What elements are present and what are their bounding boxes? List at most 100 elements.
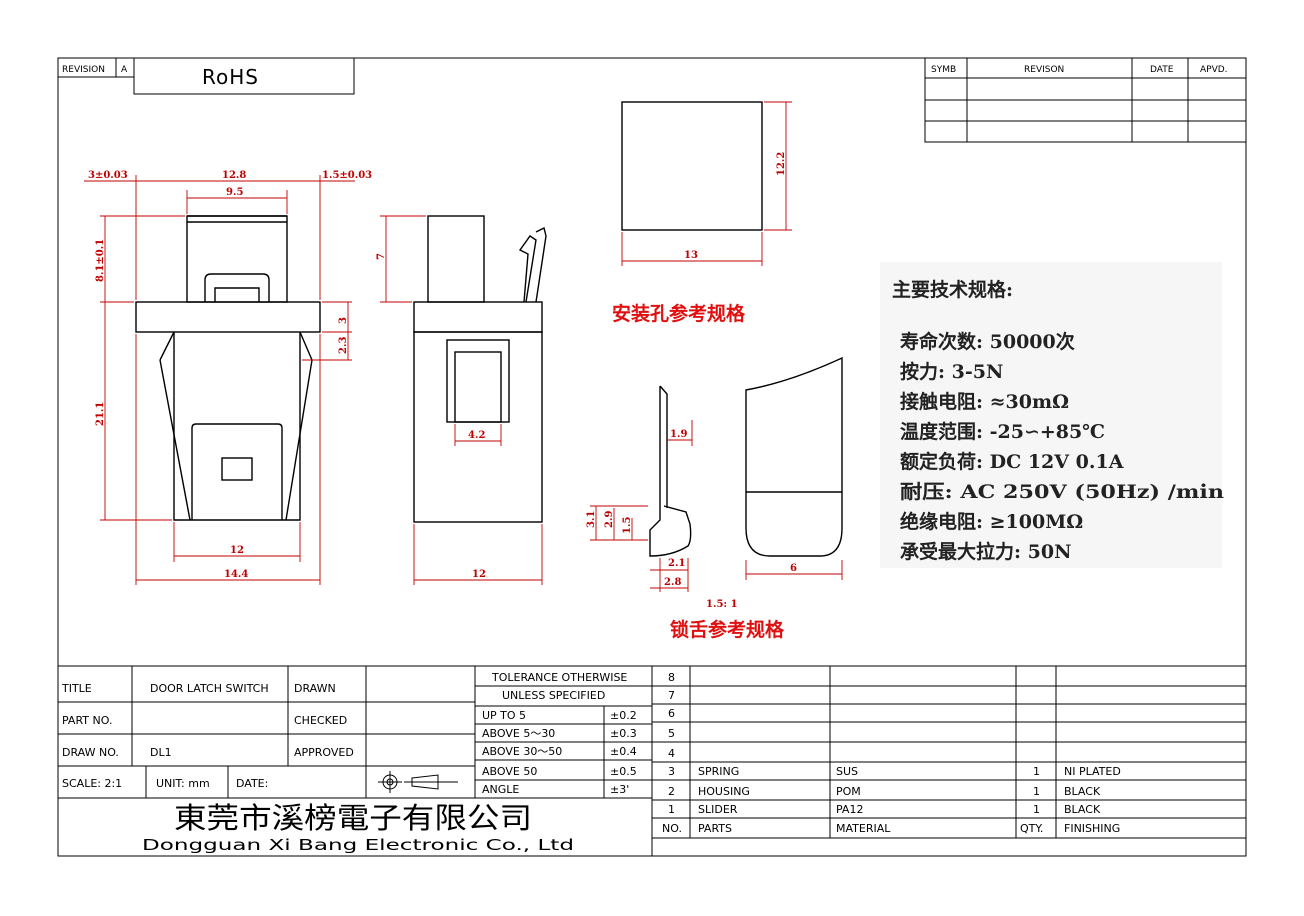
rev-header-apvd: APVD.	[1200, 65, 1228, 75]
bom-cell-qty: 1	[1033, 785, 1040, 798]
dim-12-2: 12.2	[776, 152, 787, 176]
bom-header-material: MATERIAL	[836, 822, 891, 835]
tol-value-1: ±0.2	[610, 709, 637, 722]
tol-range-3: ABOVE 30～50	[482, 745, 562, 758]
bom-cell-material: PA12	[836, 803, 863, 816]
revision-label: REVISION	[62, 65, 105, 75]
spec-insulation: 绝缘电阻: ≥100MΩ	[900, 510, 1083, 533]
title-block: TITLE DOOR LATCH SWITCH PART NO. DRAW NO…	[58, 665, 1246, 856]
dim-6: 6	[790, 563, 797, 574]
dim-7: 7	[376, 253, 387, 260]
latch-tongue-view: 1.9 3.1 2.9 1.5 2.1 2.8 6 1.5: 1 锁舌参考规格	[586, 356, 843, 641]
dim-12-8: 12.8	[222, 170, 246, 181]
tol-range-2: ABOVE 5～30	[482, 727, 555, 740]
bom-cell-finish: BLACK	[1064, 803, 1101, 816]
bom-cell-qty: 1	[1033, 803, 1040, 816]
bom-cell-no: 8	[668, 671, 675, 684]
bom-header-finishing: FINISHING	[1064, 822, 1120, 835]
projection-symbol-icon	[378, 771, 458, 793]
side-view: 7 4.2 12	[376, 215, 547, 585]
bom-cell-finish: BLACK	[1064, 785, 1101, 798]
checked-label: CHECKED	[294, 714, 347, 727]
date-label: DATE:	[236, 777, 268, 790]
spec-panel: 主要技术规格: 寿命次数: 50000次 按力: 3-5N 接触电阻: ≈30m…	[880, 262, 1224, 568]
tol-value-3: ±0.4	[610, 745, 637, 758]
bom-cell-no: 4	[668, 747, 675, 760]
revision-value: A	[121, 65, 128, 75]
title-value: DOOR LATCH SWITCH	[150, 682, 269, 695]
bom-header-qty: QTY.	[1020, 822, 1043, 835]
tolerance-header-1: TOLERANCE OTHERWISE	[491, 671, 627, 684]
bom-cell-no: 6	[668, 707, 675, 720]
rev-header-symb: SYMB	[931, 65, 956, 75]
dim-2-8: 2.8	[664, 577, 681, 588]
tol-range-1: UP TO 5	[482, 709, 526, 722]
bom-cell-no: 2	[668, 785, 675, 798]
scale-label: SCALE: 2:1	[62, 777, 122, 790]
drawn-label: DRAWN	[294, 682, 336, 695]
mounting-hole-view: 12.2 13 安装孔参考规格	[612, 101, 792, 325]
revision-box: REVISION A RoHS	[58, 57, 355, 95]
tongue-scale: 1.5: 1	[706, 599, 738, 610]
dim-1-5-tol: 1.5±0.03	[322, 170, 372, 181]
draw-no-value: DL1	[150, 746, 172, 759]
tolerance-header-2: UNLESS SPECIFIED	[502, 689, 605, 702]
dim-4-2: 4.2	[468, 430, 485, 441]
dim-2-9: 2.9	[604, 511, 615, 528]
dim-3-tol: 3±0.03	[88, 170, 128, 181]
unit-label: UNIT: mm	[156, 777, 210, 790]
bom-header-no: NO.	[662, 822, 682, 835]
tol-value-2: ±0.3	[610, 727, 637, 740]
spec-force: 按力: 3-5N	[900, 360, 1003, 383]
title-label: TITLE	[61, 682, 92, 695]
dim-2-3: 2.3	[338, 337, 349, 354]
dim-12-front: 12	[230, 545, 244, 556]
spec-title: 主要技术规格:	[892, 278, 1013, 301]
dim-14-4: 14.4	[224, 569, 248, 580]
bom-header-parts: PARTS	[698, 822, 732, 835]
bom-cell-finish: NI PLATED	[1064, 765, 1121, 778]
bom-cell-no: 7	[668, 689, 675, 702]
dim-3-1: 3.1	[586, 511, 597, 528]
front-view: 3±0.03 12.8 9.5 1.5±0.03 8.1±0.1 21.1 3 …	[84, 170, 372, 585]
dim-9-5: 9.5	[226, 187, 243, 198]
company-name-cn: 東莞市溪榜電子有限公司	[174, 801, 532, 835]
bom-cell-material: POM	[836, 785, 861, 798]
mounting-hole-caption: 安装孔参考规格	[612, 302, 746, 325]
tol-range-5: ANGLE	[482, 783, 519, 796]
dim-21-1: 21.1	[95, 402, 106, 426]
dim-8-1: 8.1±0.1	[95, 239, 106, 282]
spec-rated-load: 额定负荷: DC 12V 0.1A	[900, 450, 1124, 473]
company-name-en: Dongguan Xi Bang Electronic Co., Ltd	[142, 836, 574, 854]
part-no-label: PART NO.	[62, 714, 112, 727]
rev-header-revison: REVISON	[1024, 65, 1064, 75]
tol-value-4: ±0.5	[610, 765, 637, 778]
spec-pull: 承受最大拉力: 50N	[900, 540, 1071, 563]
rev-header-date: DATE	[1150, 65, 1174, 75]
spec-voltage: 耐压: AC 250V (50Hz) /min	[900, 481, 1224, 503]
latch-tongue-caption: 锁舌参考规格	[670, 618, 785, 641]
spec-contact-resistance: 接触电阻: ≈30mΩ	[900, 390, 1069, 413]
tol-range-4: ABOVE 50	[482, 765, 537, 778]
bom-cell-no: 1	[668, 803, 675, 816]
dim-1-9: 1.9	[670, 429, 687, 440]
dim-2-1: 2.1	[668, 558, 685, 569]
tol-value-5: ±3'	[610, 783, 629, 796]
bom-cell-material: SUS	[836, 765, 858, 778]
dim-1-5: 1.5	[622, 517, 633, 534]
revision-table: SYMB REVISON DATE APVD.	[924, 57, 1247, 143]
bom-cell-no: 3	[668, 765, 675, 778]
dim-13: 13	[684, 250, 698, 261]
bom-cell-no: 5	[668, 727, 675, 740]
approved-label: APPROVED	[294, 746, 354, 759]
bom-cell-part: HOUSING	[698, 785, 750, 798]
dim-3: 3	[338, 317, 349, 324]
bom-cell-qty: 1	[1033, 765, 1040, 778]
bom-cell-part: SLIDER	[698, 803, 738, 816]
spec-temperature: 温度范围: -25∽+85℃	[900, 420, 1105, 443]
dim-12-side: 12	[472, 569, 486, 580]
bom-cell-part: SPRING	[698, 765, 739, 778]
spec-life: 寿命次数: 50000次	[900, 330, 1075, 353]
